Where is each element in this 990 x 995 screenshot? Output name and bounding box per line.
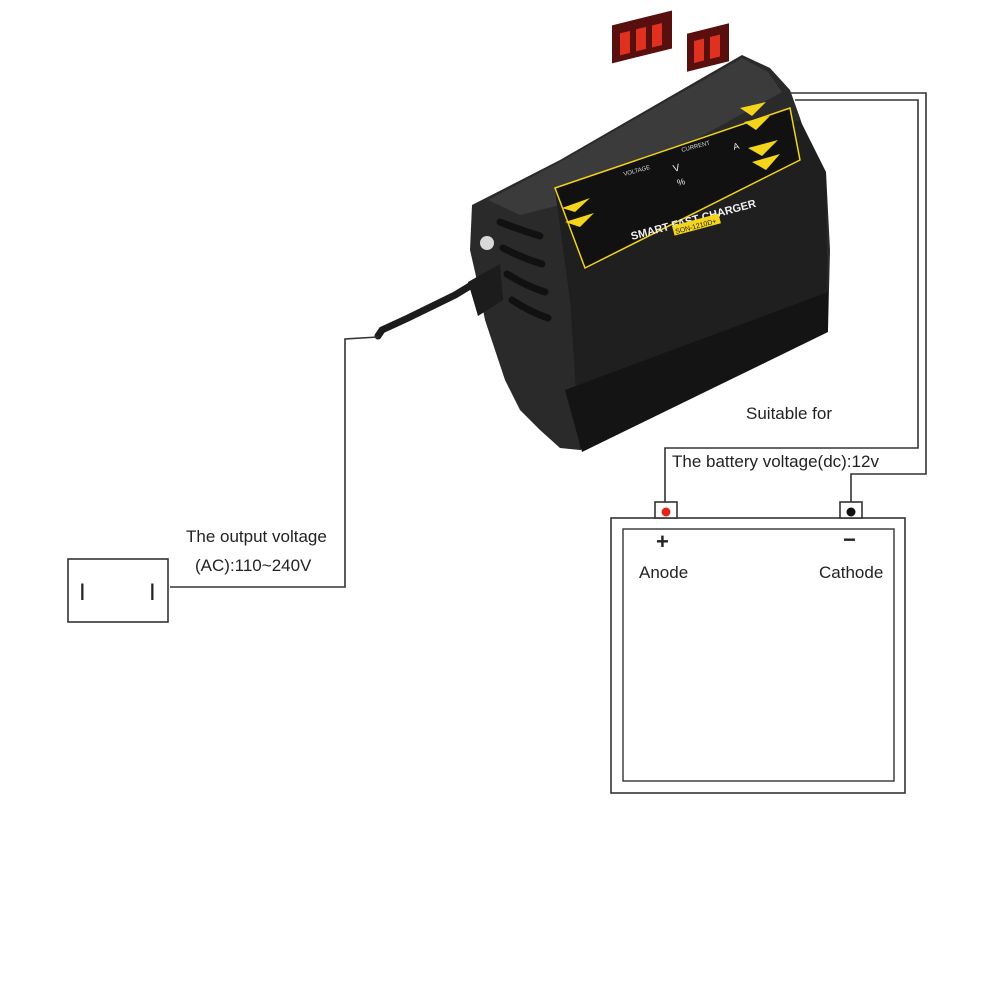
dc-output-wires <box>664 92 927 502</box>
negative-wire <box>790 92 927 502</box>
current-unit-label: A <box>732 141 740 152</box>
ac-socket: I I <box>67 558 169 623</box>
positive-wire <box>664 99 919 502</box>
negative-terminal-dot <box>846 507 856 517</box>
charger-vents <box>496 218 552 322</box>
battery-inner-case <box>622 528 895 782</box>
battery <box>610 501 906 794</box>
ac-voltage-label-line1: The output voltage <box>186 527 327 546</box>
control-panel <box>554 107 801 270</box>
ac-input-wire <box>170 336 379 588</box>
power-indicator-icon <box>480 236 494 250</box>
cathode-label: Cathode <box>819 563 884 582</box>
percent-unit-label: % <box>676 176 686 188</box>
charger-device: VOLTAGE CURRENT V % A SMART FAST CHARGER… <box>374 10 830 452</box>
model-badge <box>672 213 721 236</box>
anode-label: Anode <box>639 563 689 582</box>
cord-strain-relief <box>468 264 503 316</box>
ac-socket-outline <box>67 558 169 623</box>
positive-terminal-dot <box>661 507 671 517</box>
battery-outer-case <box>610 517 906 794</box>
battery-voltage-label: The battery voltage(dc):12v <box>672 452 879 471</box>
charger-top-face <box>488 58 782 215</box>
suitable-for-label: Suitable for <box>746 404 832 423</box>
socket-slot-right: I <box>149 579 156 606</box>
plus-symbol: + <box>656 529 669 554</box>
charger-base-band <box>565 292 828 452</box>
current-display <box>687 23 729 72</box>
socket-slot-left: I <box>79 579 86 606</box>
ac-voltage-label-line2: (AC):110~240V <box>195 556 312 575</box>
ac-power-cord <box>374 268 497 340</box>
minus-symbol: − <box>843 527 856 552</box>
display-digits <box>620 22 720 63</box>
panel-chevrons <box>562 102 780 227</box>
voltage-unit-label: V <box>672 162 682 174</box>
